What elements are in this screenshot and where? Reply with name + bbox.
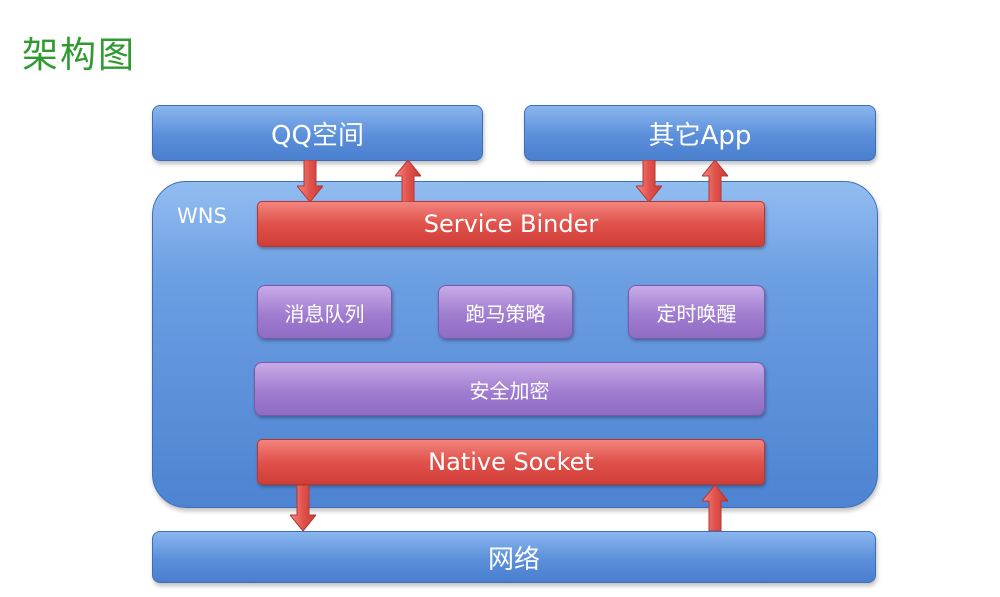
native-socket-label: Native Socket [428, 448, 594, 476]
timed-wakeup-label: 定时唤醒 [656, 301, 737, 326]
other-app-label: 其它App [648, 120, 752, 151]
network-box: 网络 [152, 531, 876, 583]
message-queue-label: 消息队列 [284, 301, 365, 326]
qzone-label: QQ空间 [271, 120, 364, 151]
wns-label: WNS [177, 204, 227, 228]
qzone-box: QQ空间 [152, 105, 483, 161]
speed-strategy-label: 跑马策略 [465, 301, 546, 326]
arrow-up-icon [702, 485, 728, 531]
message-queue-box: 消息队列 [257, 285, 392, 339]
native-socket-box: Native Socket [257, 439, 765, 485]
network-label: 网络 [487, 544, 540, 575]
other-app-box: 其它App [524, 105, 876, 161]
arrow-down-icon [297, 160, 323, 202]
security-label: 安全加密 [469, 378, 550, 403]
timed-wakeup-box: 定时唤醒 [628, 285, 765, 339]
service-binder-box: Service Binder [257, 201, 765, 247]
speed-strategy-box: 跑马策略 [438, 285, 573, 339]
arrow-down-icon [290, 485, 316, 531]
page-title: 架构图 [22, 35, 137, 76]
service-binder-label: Service Binder [423, 210, 599, 238]
arrow-up-icon [702, 160, 728, 202]
security-box: 安全加密 [254, 362, 765, 416]
arrow-up-icon [395, 160, 421, 202]
arrow-down-icon [636, 160, 662, 202]
